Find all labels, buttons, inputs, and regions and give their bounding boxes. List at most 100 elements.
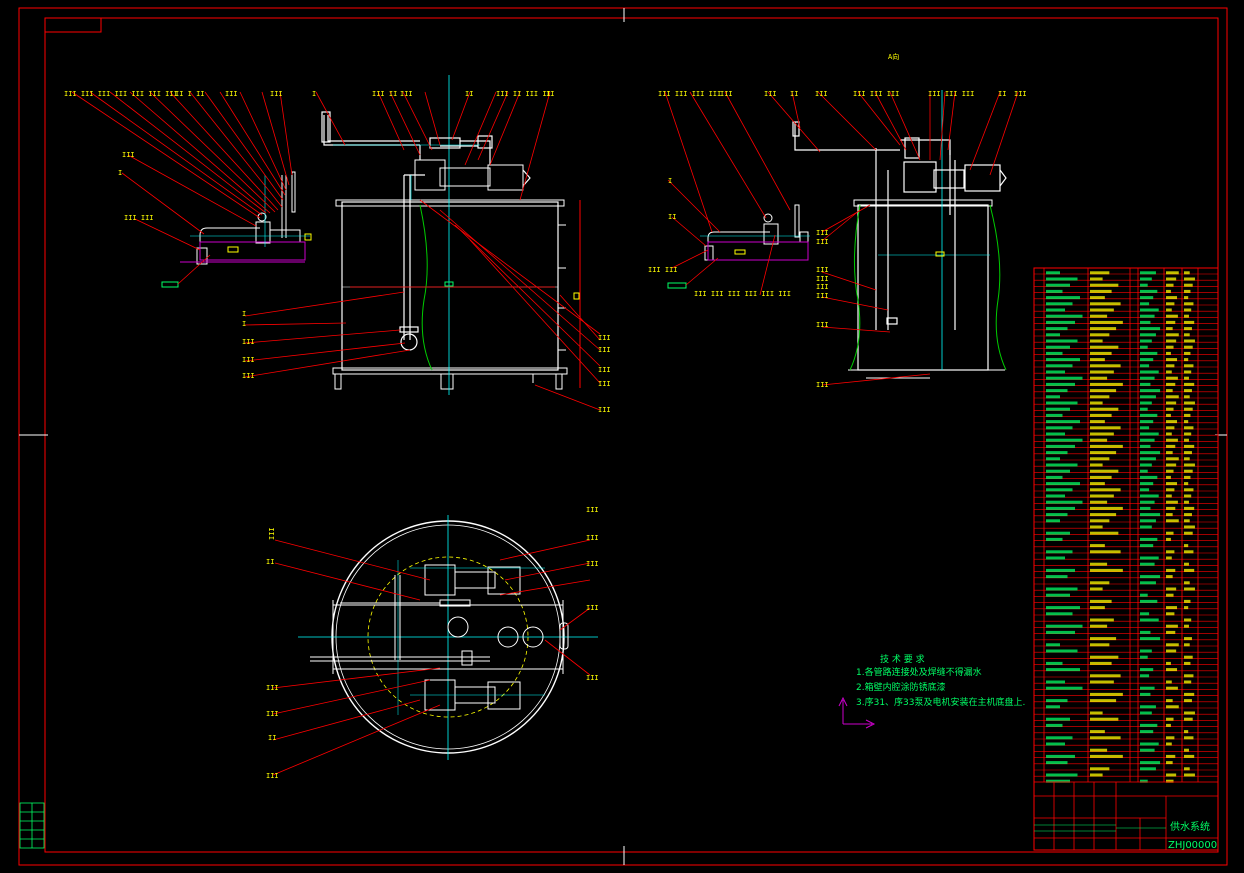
parts-list-cell-mark [1166,327,1173,331]
parts-list-cell-mark [1184,661,1191,665]
parts-list-cell-mark [1090,420,1105,424]
parts-list-cell-mark [1184,599,1191,603]
parts-list-cell-mark [1166,420,1178,424]
parts-list-cell-mark [1046,438,1083,442]
svg-text:I: I [242,310,246,318]
parts-list-cell-mark [1140,637,1161,641]
parts-list-cell-mark [1140,407,1148,411]
parts-list-cell-mark [1046,550,1073,554]
parts-list-cell-mark [1140,513,1161,517]
parts-list-cell-mark [1090,314,1108,318]
svg-text:III III: III III [648,266,678,274]
technical-notes: 技 术 要 求 1.各管路连接处及焊缝不得漏水 2.箱壁内腔涂防锈底漆 3.序3… [838,653,1025,729]
parts-list-cell-mark [1046,537,1063,541]
parts-list-cell-mark [1090,525,1103,529]
parts-list-cell-mark [1046,717,1070,721]
parts-list-cell-mark [1140,723,1158,727]
parts-list-cell-mark [1140,395,1156,399]
svg-text:III: III [815,90,828,98]
parts-list-cell-mark [1046,469,1070,473]
parts-list-cell-mark [1046,308,1065,312]
parts-list-cell-mark [1090,531,1119,535]
parts-list-cell-mark [1046,575,1068,579]
parts-list-cell-mark [1046,271,1060,275]
side-view: A向 [648,52,1027,389]
parts-list-cell-mark [1184,711,1195,715]
parts-list-cell-mark [1166,668,1178,672]
parts-list-cell-mark [1140,401,1152,405]
parts-list-cell-mark [1166,506,1176,510]
parts-list-cell-mark [1046,289,1063,293]
parts-list-cell-mark [1140,364,1150,368]
parts-list-cell-mark [1090,519,1110,523]
parts-list-cell-mark [1090,289,1112,293]
svg-text:III: III [1014,90,1027,98]
svg-text:III: III [225,90,238,98]
parts-list-cell-mark [1046,587,1078,591]
parts-list-cell-mark [1046,761,1068,765]
parts-list-cell-mark [1166,488,1175,492]
parts-list-cell-mark [1184,370,1192,374]
svg-text:II: II [266,558,274,566]
parts-list-cell-mark [1046,686,1083,690]
parts-list-cell-mark [1140,761,1161,765]
parts-list-cell-mark [1140,475,1158,479]
parts-list-cell-mark [1184,494,1192,498]
side-view-callouts: III III III III III III II III III III I… [648,90,1027,389]
parts-list-cell-mark [1046,395,1060,399]
parts-list-cell-mark [1184,550,1194,554]
svg-text:II: II [668,213,676,221]
parts-list-cell-mark [1140,649,1152,653]
parts-list-cell-mark [1184,314,1189,318]
parts-list-cell-mark [1046,277,1078,281]
parts-list-cell-mark [1140,506,1151,510]
parts-list-cell-mark [1184,587,1195,591]
svg-text:I: I [312,90,316,98]
parts-list-cell-mark [1166,779,1174,783]
notes-title: 技 术 要 求 [880,653,925,665]
parts-list-cell-mark [1184,767,1190,771]
parts-list-cell-mark [1046,351,1063,355]
parts-list-cell-mark [1166,351,1171,355]
parts-list-cell-mark [1140,432,1159,436]
svg-text:II: II [546,90,554,98]
parts-list-cell-mark [1046,345,1070,349]
parts-list-cell-mark [1166,444,1176,448]
svg-text:II: II [998,90,1006,98]
svg-text:III: III [598,380,611,388]
svg-text:III: III [598,334,611,342]
parts-list-cell-mark [1090,333,1110,337]
parts-list-cell-mark [1140,655,1148,659]
parts-list-cell-mark [1184,606,1189,610]
parts-list-cell-mark [1090,364,1121,368]
parts-list-cell-mark [1166,370,1172,374]
svg-text:III: III [586,674,599,682]
svg-text:III: III [242,338,255,346]
parts-list-cell-mark [1166,451,1173,455]
parts-list-cell-mark [1090,413,1112,417]
parts-list-cell-mark [1166,550,1175,554]
svg-text:III III III III III III: III III III III III III [694,290,791,298]
parts-list-cell-mark [1140,370,1159,374]
parts-list-cell-mark [1046,463,1078,467]
parts-list-cell-mark [1046,382,1075,386]
parts-list-cell-mark [1140,612,1150,616]
parts-list-cell-mark [1090,699,1117,703]
parts-list-cell-mark [1090,351,1112,355]
parts-list-cell-mark [1184,271,1190,275]
margin-stamp [19,802,45,849]
parts-list-cell-mark [1184,475,1191,479]
parts-list-cell-mark [1046,630,1075,634]
parts-list-cell-mark [1184,500,1189,504]
parts-list-cell-mark [1046,420,1080,424]
parts-list-cell-mark [1166,531,1174,535]
parts-list-cell-mark [1090,773,1103,777]
parts-list-cell-mark [1166,568,1176,572]
svg-text:I: I [242,320,246,328]
parts-list-cell-mark [1046,606,1080,610]
plan-view-callouts: III II III III III III III III III II II… [266,506,599,780]
parts-list-cell-mark [1090,389,1117,393]
parts-list-cell-mark [1184,333,1190,337]
parts-list-cell-mark [1090,469,1119,473]
parts-list-cell-mark [1046,327,1068,331]
